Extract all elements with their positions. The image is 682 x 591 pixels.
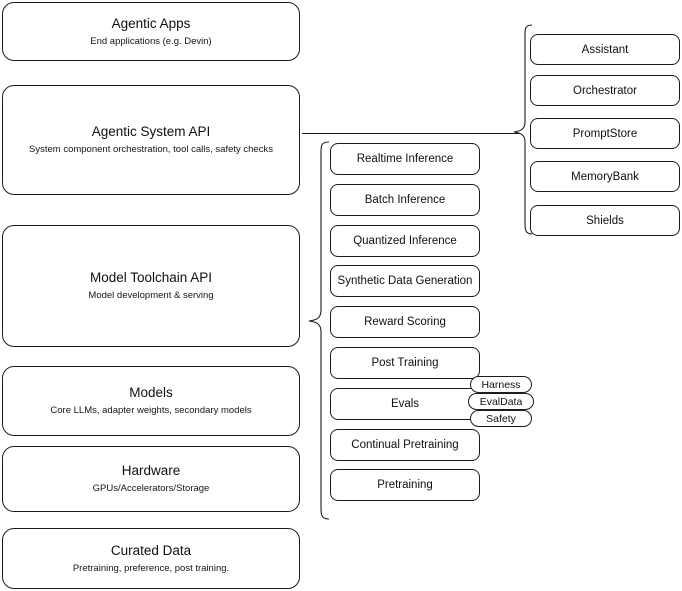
brace-system-components — [513, 24, 533, 235]
layer-subtitle: Pretraining, preference, post training. — [72, 562, 230, 574]
layer-box-curated-data[interactable]: Curated Data Pretraining, preference, po… — [2, 528, 300, 589]
capability-box-post-training[interactable]: Post Training — [330, 347, 480, 379]
capability-box-realtime-inference[interactable]: Realtime Inference — [330, 143, 480, 175]
component-box-assistant[interactable]: Assistant — [530, 34, 680, 65]
component-label: Shields — [586, 214, 624, 227]
component-label: MemoryBank — [571, 170, 639, 183]
component-box-promptstore[interactable]: PromptStore — [530, 118, 680, 149]
capability-label: Continual Pretraining — [351, 439, 459, 451]
capability-label: Synthetic Data Generation — [337, 275, 473, 287]
capability-box-quantized-inference[interactable]: Quantized Inference — [330, 225, 480, 257]
layer-box-agentic-apps[interactable]: Agentic Apps End applications (e.g. Devi… — [2, 2, 300, 61]
capability-box-reward-scoring[interactable]: Reward Scoring — [330, 306, 480, 338]
capability-box-evals[interactable]: Evals — [330, 388, 480, 420]
capability-label: Pretraining — [377, 479, 433, 491]
connector-line-system-api-to-components — [302, 133, 520, 134]
eval-subcomponent-evaldata[interactable]: EvalData — [468, 393, 534, 410]
brace-toolchain — [308, 141, 330, 520]
eval-subcomponent-label: Harness — [481, 378, 521, 391]
layer-box-models[interactable]: Models Core LLMs, adapter weights, secon… — [2, 366, 300, 436]
capability-box-batch-inference[interactable]: Batch Inference — [330, 184, 480, 216]
layer-box-model-toolchain-api[interactable]: Model Toolchain API Model development & … — [2, 225, 300, 347]
layer-subtitle: End applications (e.g. Devin) — [90, 35, 212, 47]
capability-label: Realtime Inference — [356, 153, 454, 165]
capability-box-pretraining[interactable]: Pretraining — [330, 469, 480, 501]
capability-label: Batch Inference — [364, 194, 446, 206]
component-label: Assistant — [581, 43, 629, 56]
component-label: Orchestrator — [573, 84, 637, 97]
component-box-shields[interactable]: Shields — [530, 205, 680, 236]
capability-box-continual-pretraining[interactable]: Continual Pretraining — [330, 429, 480, 461]
capability-label: Reward Scoring — [364, 316, 446, 328]
capability-label: Post Training — [371, 357, 439, 369]
layer-subtitle: GPUs/Accelerators/Storage — [92, 483, 210, 494]
component-label: PromptStore — [572, 127, 638, 140]
layer-title: Curated Data — [110, 542, 192, 558]
component-box-memorybank[interactable]: MemoryBank — [530, 161, 680, 192]
layer-box-agentic-system-api[interactable]: Agentic System API System component orch… — [2, 85, 300, 195]
eval-subcomponent-label: EvalData — [479, 395, 523, 408]
layer-subtitle: Model development & serving — [88, 290, 214, 301]
layer-box-hardware[interactable]: Hardware GPUs/Accelerators/Storage — [2, 446, 300, 512]
layer-title: Model Toolchain API — [89, 270, 213, 285]
layer-subtitle: System component orchestration, tool cal… — [29, 144, 273, 155]
component-box-orchestrator[interactable]: Orchestrator — [530, 75, 680, 106]
eval-subcomponent-harness[interactable]: Harness — [470, 376, 532, 393]
capability-label: Quantized Inference — [353, 235, 457, 247]
layer-title: Agentic System API — [91, 124, 211, 139]
eval-subcomponent-label: Safety — [486, 412, 516, 425]
layer-title: Hardware — [121, 463, 181, 478]
layer-subtitle: Core LLMs, adapter weights, secondary mo… — [50, 405, 252, 416]
layer-title: Agentic Apps — [111, 15, 191, 31]
layer-title: Models — [129, 385, 173, 400]
capability-box-synthetic-data-generation[interactable]: Synthetic Data Generation — [330, 265, 480, 297]
eval-subcomponent-safety[interactable]: Safety — [470, 410, 532, 427]
capability-label: Evals — [390, 398, 420, 410]
